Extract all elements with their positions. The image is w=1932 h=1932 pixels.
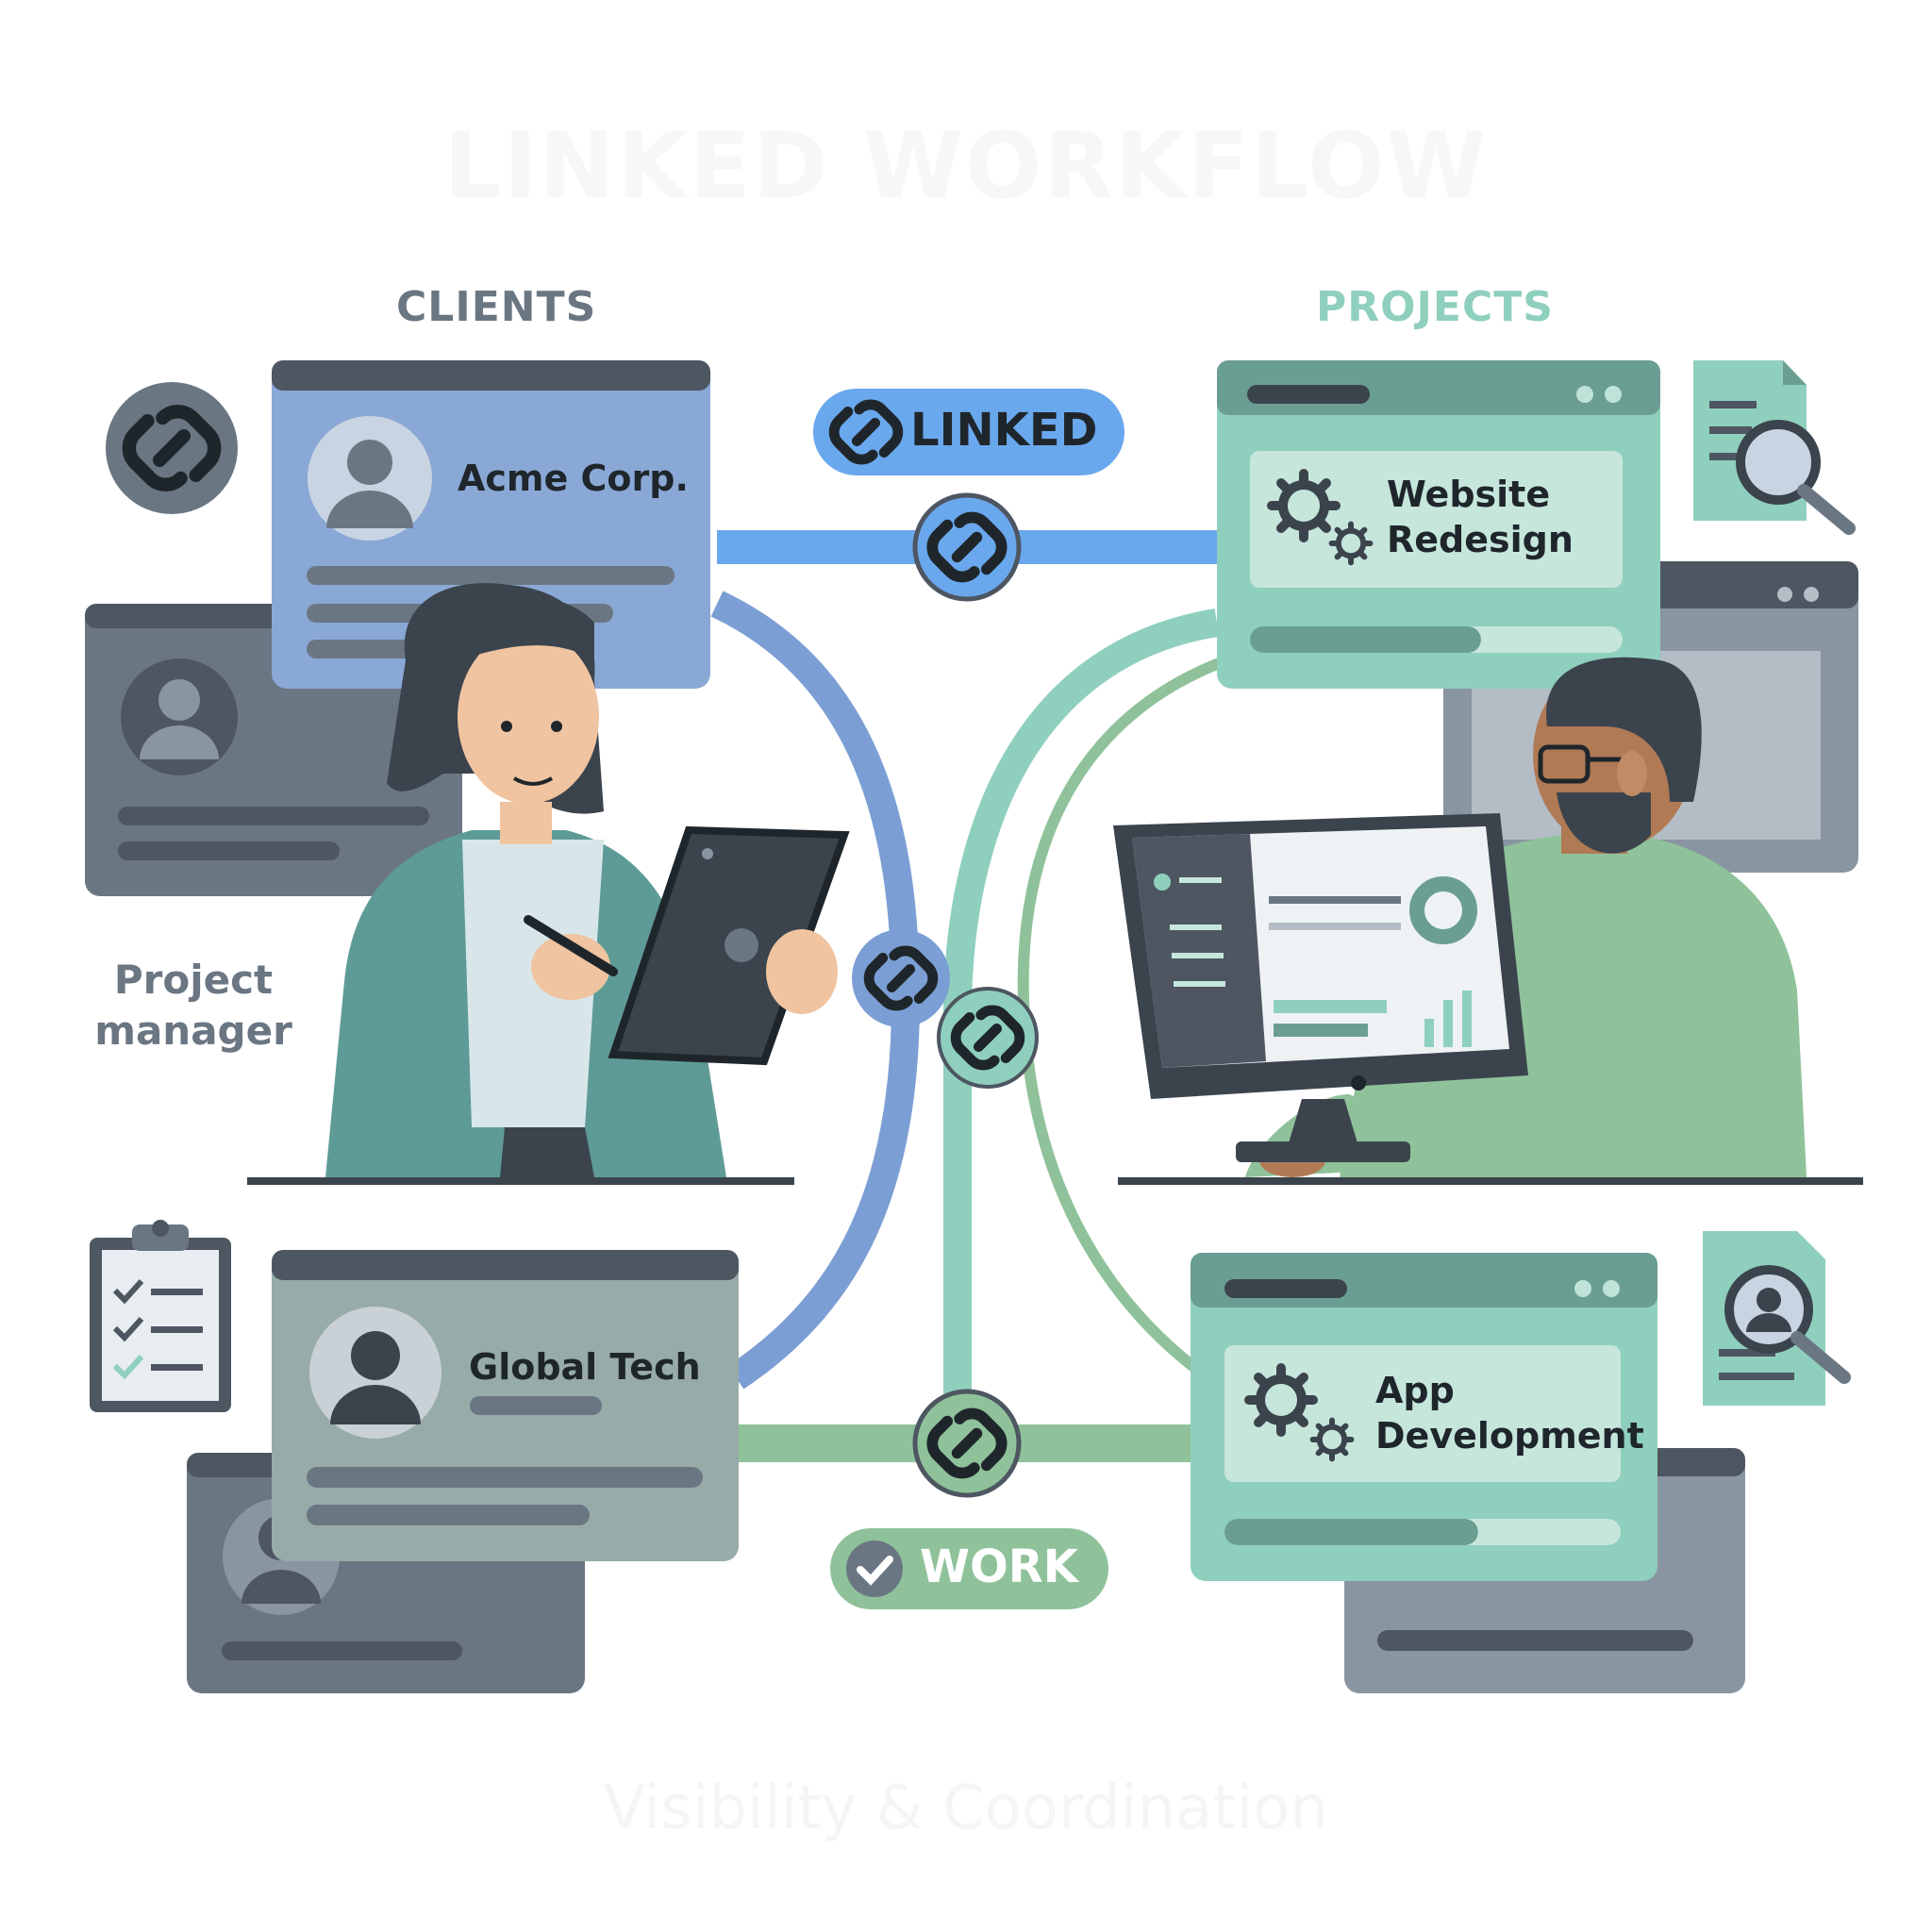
diagram-title: LINKED WORKFLOW [443,113,1489,219]
work-badge-label: WORK [920,1541,1078,1593]
project-title-website-line1: Website [1387,474,1551,515]
link-icon [106,382,238,514]
project-card-app-development [1191,1253,1657,1581]
role-label-line1: Project [113,957,274,1003]
client-name-acme: Acme Corp. [458,458,689,499]
client-name-global-tech: Global Tech [469,1346,701,1388]
project-title-app-line2: Development [1375,1415,1644,1457]
clipboard-checklist-icon [90,1220,231,1412]
document-search-icon [1703,1231,1851,1406]
project-card-website-redesign [1217,360,1660,689]
clients-heading: CLIENTS [396,283,597,331]
projects-heading: PROJECTS [1316,283,1554,331]
link-node-top [912,492,1022,602]
document-search-icon [1693,360,1856,535]
linked-badge [813,389,1124,475]
project-manager-person [325,583,850,1177]
check-icon [857,1556,893,1586]
project-title-app-line1: App [1375,1370,1455,1411]
project-title-website-line2: Redesign [1387,519,1574,560]
link-node-bottom [912,1389,1022,1498]
diagram-subtitle: Visibility & Coordination [604,1774,1328,1843]
linked-badge-label: LINKED [910,404,1098,457]
work-badge [830,1528,1108,1609]
link-node-project-path [937,987,1039,1089]
computer-monitor [1113,813,1528,1162]
role-label-line2: manager [94,1008,292,1054]
client-card-global-tech [272,1250,739,1561]
link-node-client-path [852,929,950,1027]
